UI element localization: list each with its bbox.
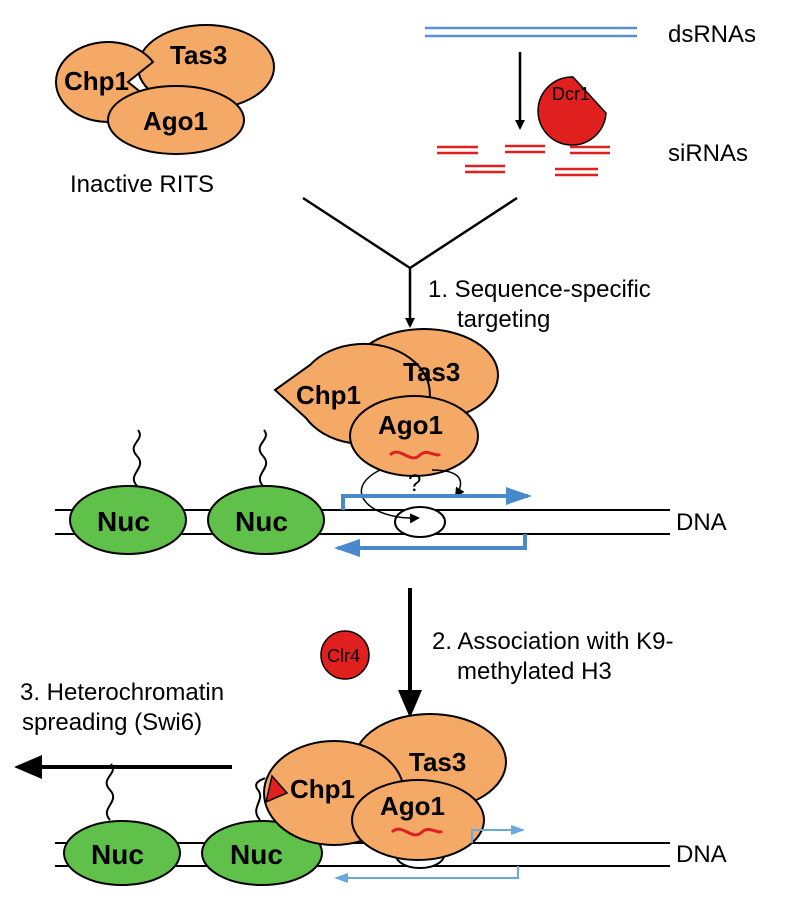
dcr1-enzyme-icon — [537, 76, 607, 146]
k9-methyl-mark-icon — [264, 774, 289, 804]
convergence-lines — [302, 196, 518, 328]
bottom-nuc1-label: Nuc — [91, 839, 144, 870]
bottom-nucleosome-2 — [201, 820, 323, 886]
dsrna-label: dsRNAs — [668, 21, 756, 48]
middle-nuc2-label: Nuc — [235, 506, 288, 537]
middle-curved-arrow-right — [431, 469, 465, 498]
middle-bound-sirna — [388, 450, 442, 460]
step3-label-line1: 3. Heterochromatin — [20, 679, 224, 706]
middle-transcription-bubble — [394, 506, 446, 538]
bottom-chp1-label: Chp1 — [290, 774, 355, 804]
bottom-ago1-subunit — [351, 779, 485, 861]
dcr1-label: Dcr1 — [552, 84, 590, 104]
ago1-label: Ago1 — [143, 106, 208, 136]
bottom-reverse-transcript-arrow — [334, 866, 519, 883]
middle-reverse-transcript-arrow — [334, 534, 527, 557]
middle-histone-tail-1 — [132, 429, 142, 487]
bottom-nucleosome-1 — [63, 820, 181, 886]
step2-label-line2: methylated H3 — [457, 658, 612, 685]
bottom-nucleosomes: Nuc Nuc — [63, 763, 323, 886]
middle-histone-tail-2 — [258, 429, 268, 487]
bottom-bound-sirna — [390, 827, 444, 837]
step2-label-line1: 2. Association with K9- — [432, 628, 673, 655]
inactive-rits-complex: Chp1 Tas3 Ago1 Inactive RITS — [54, 24, 275, 198]
convergence-left — [302, 196, 411, 270]
middle-recognition-arrows: ? — [360, 469, 465, 524]
bottom-tas3-label: Tas3 — [409, 747, 466, 777]
bottom-histone-tail-1 — [105, 763, 115, 821]
middle-forward-transcript-arrow — [341, 487, 532, 510]
middle-curved-arrow-left — [360, 469, 420, 524]
middle-nuc1-label: Nuc — [97, 506, 150, 537]
step1-label-line1: 1. Sequence-specific — [428, 276, 651, 303]
bottom-dna-label: DNA — [676, 841, 727, 868]
clr4-enzyme-icon — [320, 630, 370, 680]
middle-dna-label: DNA — [676, 509, 727, 536]
middle-nucleosome-1 — [69, 485, 187, 555]
clr4-label: Clr4 — [327, 646, 360, 666]
sirna-label: siRNAs — [668, 140, 748, 167]
inactive-rits-caption: Inactive RITS — [70, 171, 214, 198]
middle-rits-complex: Chp1 Tas3 Ago1 — [273, 328, 499, 477]
bottom-nuc2-label: Nuc — [230, 839, 283, 870]
bottom-rits-complex: Chp1 Tas3 Ago1 — [263, 713, 507, 861]
chp1-label: Chp1 — [64, 66, 129, 96]
middle-ago1-label: Ago1 — [378, 410, 443, 440]
sirna-duplexes — [437, 144, 610, 177]
middle-tas3-label: Tas3 — [403, 357, 460, 387]
convergence-right — [409, 196, 518, 270]
middle-question-mark: ? — [408, 470, 421, 497]
middle-nucleosomes: Nuc Nuc — [69, 429, 325, 555]
middle-ago1-subunit — [349, 395, 479, 477]
bottom-histone-tail-2 — [255, 777, 266, 821]
middle-nucleosome-2 — [207, 485, 325, 555]
middle-transcripts — [334, 487, 532, 557]
bottom-transcripts — [334, 825, 525, 883]
step3-label-line2: spreading (Swi6) — [22, 709, 202, 736]
bottom-forward-transcript-arrow — [471, 825, 525, 843]
dsrna-processing: dsRNAs Dcr1 siRNAs — [425, 21, 756, 177]
middle-chp1-label: Chp1 — [296, 380, 361, 410]
tas3-label: Tas3 — [170, 40, 227, 70]
ago1-subunit — [107, 85, 245, 155]
clr4-enzyme: Clr4 — [320, 630, 370, 680]
step1-label-line2: targeting — [457, 306, 550, 333]
bottom-ago1-label: Ago1 — [380, 791, 445, 821]
